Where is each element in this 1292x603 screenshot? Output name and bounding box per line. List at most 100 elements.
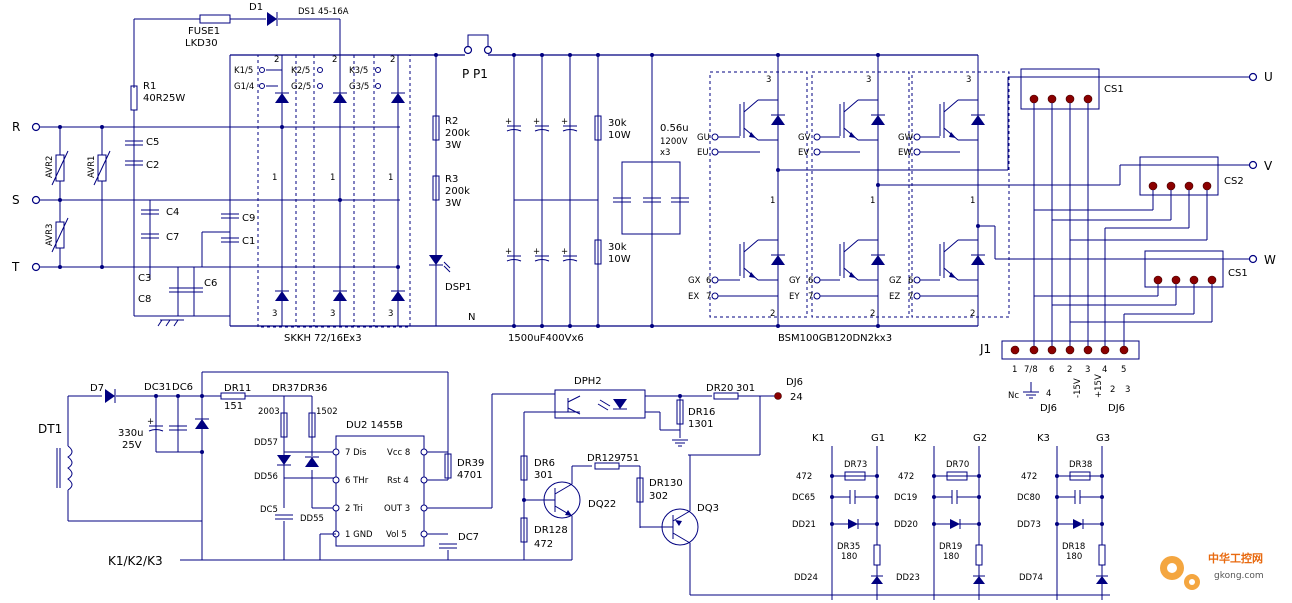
svg-text:1200V: 1200V xyxy=(660,137,688,147)
terminal-r[interactable] xyxy=(31,122,41,132)
svg-text:C9: C9 xyxy=(242,213,255,224)
svg-text:4: 4 xyxy=(1102,365,1107,375)
svg-text:K2: K2 xyxy=(914,433,927,444)
svg-text:DR36: DR36 xyxy=(300,383,327,394)
transistor-dq3: DQ3 xyxy=(640,455,719,595)
svg-text:3: 3 xyxy=(272,309,277,319)
svg-text:472: 472 xyxy=(898,472,914,482)
resistor-r1 xyxy=(130,85,138,111)
current-sensor-cs1-bottom: CS1 xyxy=(1144,250,1248,288)
ic-du2: DU2 1455B 7 Dis 6 THr 2 Tri 1 GND Vcc 8 … xyxy=(332,420,428,547)
svg-text:G3/5: G3/5 xyxy=(349,82,369,92)
svg-text:DR18: DR18 xyxy=(1062,542,1085,552)
svg-text:1: 1 xyxy=(970,196,975,206)
svg-text:3: 3 xyxy=(866,75,871,85)
svg-text:6: 6 xyxy=(808,276,813,286)
svg-text:DC19: DC19 xyxy=(894,493,917,503)
svg-text:C4: C4 xyxy=(166,207,179,218)
svg-text:DD55: DD55 xyxy=(300,514,324,524)
svg-text:DPH2: DPH2 xyxy=(574,376,602,387)
svg-text:DC80: DC80 xyxy=(1017,493,1040,503)
terminal-p[interactable] xyxy=(463,45,473,55)
svg-text:DSP1: DSP1 xyxy=(445,282,471,293)
svg-text:6: 6 xyxy=(1049,365,1054,375)
svg-text:1: 1 xyxy=(870,196,875,206)
svg-text:7: 7 xyxy=(908,292,913,302)
svg-text:K3: K3 xyxy=(1037,433,1050,444)
terminal-u[interactable] xyxy=(1248,72,1258,82)
svg-text:DC7: DC7 xyxy=(458,532,479,543)
svg-text:LKD30: LKD30 xyxy=(185,38,218,49)
watermark-logo: 中华工控网 gkong.com xyxy=(1160,551,1264,590)
svg-text:gkong.com: gkong.com xyxy=(1214,571,1264,581)
svg-text:EY: EY xyxy=(789,292,800,302)
svg-text:x3: x3 xyxy=(660,148,670,158)
svg-text:3: 3 xyxy=(1085,365,1090,375)
svg-text:CS2: CS2 xyxy=(1224,176,1244,187)
svg-text:301: 301 xyxy=(736,383,755,394)
transistor-dq22: DQ22 xyxy=(524,466,616,560)
varistor-avr1: AVR1 xyxy=(87,127,111,267)
svg-text:24: 24 xyxy=(790,392,803,403)
svg-text:30k: 30k xyxy=(608,118,627,129)
terminal-s[interactable] xyxy=(31,195,41,205)
svg-text:DJ6: DJ6 xyxy=(1040,403,1057,414)
svg-text:P P1: P P1 xyxy=(462,67,488,81)
svg-text:2: 2 xyxy=(390,55,395,65)
svg-text:D1: D1 xyxy=(249,2,263,13)
svg-text:DQ22: DQ22 xyxy=(588,499,616,510)
svg-text:R2: R2 xyxy=(445,116,458,127)
svg-text:151: 151 xyxy=(224,401,243,412)
svg-text:G2/5: G2/5 xyxy=(291,82,311,92)
terminal-p1[interactable] xyxy=(483,45,493,55)
svg-text:GV: GV xyxy=(798,133,811,143)
svg-text:7: 7 xyxy=(706,292,711,302)
terminal-w[interactable] xyxy=(1248,254,1258,264)
svg-text:EX: EX xyxy=(688,292,699,302)
diode-d7 xyxy=(104,388,116,404)
svg-text:1: 1 xyxy=(330,173,335,183)
svg-text:SKKH 72/16Ex3: SKKH 72/16Ex3 xyxy=(284,333,362,344)
svg-text:G1: G1 xyxy=(871,433,885,444)
svg-text:C5: C5 xyxy=(146,137,159,148)
terminal-t[interactable] xyxy=(31,262,41,272)
svg-text:C8: C8 xyxy=(138,294,151,305)
svg-text:K2/5: K2/5 xyxy=(291,66,310,76)
svg-text:DC6: DC6 xyxy=(172,382,193,393)
svg-text:DD56: DD56 xyxy=(254,472,278,482)
svg-text:DC31: DC31 xyxy=(144,382,171,393)
svg-text:1500uF400Vx6: 1500uF400Vx6 xyxy=(508,333,584,344)
svg-text:2: 2 xyxy=(1110,385,1115,395)
svg-text:CS1: CS1 xyxy=(1228,268,1248,279)
svg-text:2: 2 xyxy=(1067,365,1072,375)
svg-text:DT1: DT1 xyxy=(38,422,62,436)
svg-text:5: 5 xyxy=(1121,365,1126,375)
svg-text:2: 2 xyxy=(332,55,337,65)
svg-text:DD57: DD57 xyxy=(254,438,278,448)
svg-text:U: U xyxy=(1264,70,1273,84)
svg-text:1301: 1301 xyxy=(688,419,713,430)
label-t: T xyxy=(11,260,20,274)
svg-text:3: 3 xyxy=(1125,385,1130,395)
svg-text:302: 302 xyxy=(649,491,668,502)
svg-text:2: 2 xyxy=(274,55,279,65)
svg-text:AVR3: AVR3 xyxy=(45,224,55,246)
svg-text:N: N xyxy=(468,312,475,323)
svg-text:7: 7 xyxy=(808,292,813,302)
svg-text:4701: 4701 xyxy=(457,470,482,481)
svg-text:GU: GU xyxy=(697,133,710,143)
svg-text:6: 6 xyxy=(908,276,913,286)
svg-text:DC5: DC5 xyxy=(260,505,278,515)
dj6-out-pin[interactable] xyxy=(774,392,782,400)
svg-text:472: 472 xyxy=(1021,472,1037,482)
terminal-v[interactable] xyxy=(1248,160,1258,170)
svg-text:G1/4: G1/4 xyxy=(234,82,254,92)
svg-text:DR128: DR128 xyxy=(534,525,568,536)
svg-text:25V: 25V xyxy=(122,440,142,451)
svg-text:GZ: GZ xyxy=(889,276,902,286)
svg-text:10W: 10W xyxy=(608,254,631,265)
svg-text:EV: EV xyxy=(798,148,809,158)
